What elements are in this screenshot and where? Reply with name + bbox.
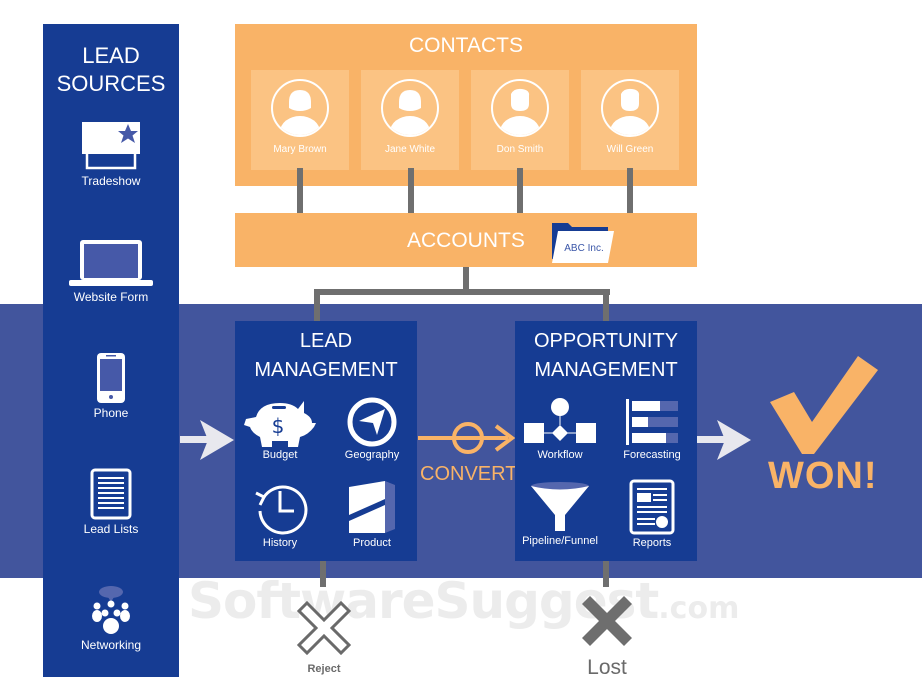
male-avatar-icon (601, 79, 659, 137)
connector-line (314, 289, 610, 295)
contact-card-will-green[interactable]: Will Green (581, 70, 679, 170)
opportunity-management-title-line2: MANAGEMENT (534, 359, 678, 381)
won-label: WON! (768, 455, 878, 497)
lead-source-label: Tradeshow (81, 174, 141, 188)
opp-mgmt-workflow[interactable]: Workflow (515, 397, 605, 461)
lead-sources-title-line1: LEAD (82, 43, 140, 68)
smartphone-icon (97, 353, 125, 403)
accounts-panel: ACCOUNTS ABC Inc. (235, 213, 697, 267)
lead-source-networking[interactable]: Networking (43, 584, 179, 652)
mgmt-item-label: Product (353, 537, 391, 549)
laptop-icon (69, 240, 153, 286)
folder-icon: ABC Inc. (552, 223, 614, 263)
lead-source-label: Lead Lists (83, 522, 139, 536)
opportunity-management-title: OPPORTUNITY MANAGEMENT (515, 327, 697, 385)
lead-source-label: Website Form (73, 290, 149, 304)
lead-sources-title: LEAD SOURCES (43, 42, 179, 98)
people-group-icon (92, 586, 130, 634)
bar-forecast-icon (626, 399, 678, 445)
lead-mgmt-history[interactable]: History (235, 481, 325, 549)
contact-card-jane-white[interactable]: Jane White (361, 70, 459, 170)
lead-mgmt-geography[interactable]: Geography (327, 397, 417, 461)
workflow-diagram-icon (524, 398, 596, 443)
accounts-title: ACCOUNTS (407, 229, 525, 252)
connector-line (463, 267, 469, 291)
lead-management-title-line2: MANAGEMENT (254, 359, 398, 381)
lead-sources-title-line2: SOURCES (56, 71, 166, 96)
connector-line (517, 168, 523, 213)
opportunity-management-title-line1: OPPORTUNITY (533, 330, 679, 352)
reject-label: Reject (307, 663, 341, 675)
contact-card-mary-brown[interactable]: Mary Brown (251, 70, 349, 170)
mgmt-item-label: Reports (632, 537, 672, 549)
mgmt-item-label: Workflow (537, 449, 583, 461)
lead-source-label: Networking (80, 638, 142, 652)
lead-source-website-form[interactable]: Website Form (43, 238, 179, 304)
lead-source-label: Phone (93, 406, 129, 420)
reject-x-icon (297, 601, 351, 655)
lost-x-icon (582, 596, 632, 646)
checkmark-icon (770, 356, 878, 454)
lead-sources-panel: LEAD SOURCES Tradeshow Website Form Phon… (43, 24, 179, 677)
piggy-bank-icon: $ (244, 401, 316, 447)
lead-mgmt-budget[interactable]: $ Budget (235, 397, 325, 461)
mgmt-item-label: Pipeline/Funnel (522, 535, 598, 547)
lost-label: Lost (587, 656, 627, 679)
lead-source-phone[interactable]: Phone (43, 352, 179, 420)
female-avatar-icon (271, 79, 329, 137)
lead-source-lead-lists[interactable]: Lead Lists (43, 468, 179, 536)
contact-name: Jane White (384, 144, 436, 155)
watermark: SoftwareSuggest.com (188, 572, 739, 630)
lead-management-title-line1: LEAD (299, 330, 353, 352)
female-avatar-icon (381, 79, 439, 137)
contacts-panel: CONTACTS Mary Brown Jane White (235, 24, 697, 186)
opportunity-management-panel: OPPORTUNITY MANAGEMENT Workflow Forecast… (515, 321, 697, 561)
watermark-text: SoftwareSuggest (188, 572, 659, 630)
contact-name: Don Smith (496, 144, 544, 155)
document-list-icon (90, 468, 132, 520)
arrow-right-icon (180, 420, 234, 460)
folder-label: ABC Inc. (564, 243, 603, 254)
arrow-right-icon (697, 420, 751, 460)
account-folder[interactable]: ABC Inc. (548, 217, 618, 270)
funnel-icon (531, 482, 589, 531)
connector-line (627, 168, 633, 213)
mgmt-item-label: Forecasting (623, 449, 681, 461)
product-box-icon (349, 481, 395, 533)
watermark-suffix: .com (658, 591, 740, 626)
mgmt-item-label: History (262, 537, 298, 549)
connector-line (320, 561, 326, 587)
male-avatar-icon (491, 79, 549, 137)
connector-line (297, 168, 303, 213)
history-clock-icon (255, 485, 308, 535)
mgmt-item-label: Budget (262, 449, 298, 461)
lead-mgmt-product[interactable]: Product (327, 479, 417, 549)
connector-line (314, 289, 320, 321)
tradeshow-booth-icon (82, 122, 140, 170)
svg-text:$: $ (272, 414, 285, 438)
report-document-icon (629, 479, 675, 535)
opp-mgmt-pipeline-funnel[interactable]: Pipeline/Funnel (515, 481, 605, 547)
connector-line (408, 168, 414, 213)
lead-management-title: LEAD MANAGEMENT (235, 327, 417, 385)
contact-name: Mary Brown (273, 144, 327, 155)
lead-management-panel: LEAD MANAGEMENT $ Budget Geography Histo… (235, 321, 417, 561)
contact-card-don-smith[interactable]: Don Smith (471, 70, 569, 170)
convert-label: CONVERT (420, 463, 518, 485)
contacts-title: CONTACTS (409, 34, 523, 57)
contact-name: Will Green (606, 144, 654, 155)
opp-mgmt-reports[interactable]: Reports (607, 479, 697, 549)
compass-navigation-icon (347, 397, 397, 447)
connector-line (603, 289, 609, 321)
connector-line (603, 561, 609, 587)
mgmt-item-label: Geography (344, 449, 400, 461)
lead-source-tradeshow[interactable]: Tradeshow (43, 120, 179, 188)
opp-mgmt-forecasting[interactable]: Forecasting (607, 397, 697, 461)
convert-arrow-icon (418, 422, 516, 454)
